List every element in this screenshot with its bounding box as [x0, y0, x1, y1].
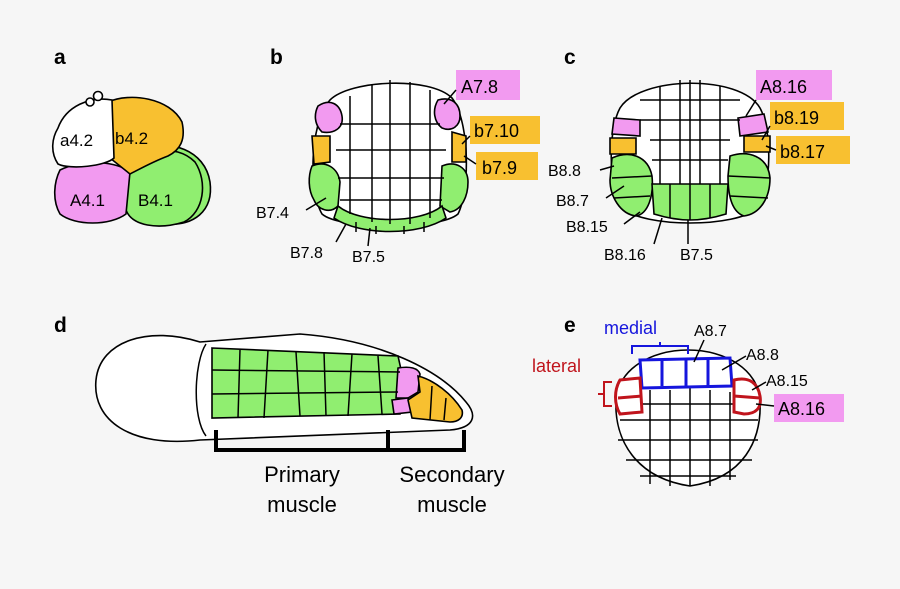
panel-a-letter: a: [54, 46, 66, 69]
leader-line: [605, 185, 625, 199]
label-a8-8: A8.8: [746, 347, 779, 364]
medial-label: medial: [604, 318, 657, 338]
secondary-label-line2: muscle: [417, 492, 487, 517]
cell-divisions: [355, 222, 425, 234]
highlight-a8-16-e: [774, 394, 844, 422]
label-b8-7: B8.7: [556, 193, 589, 210]
label-b7-5-c: B7.5: [680, 247, 713, 264]
leader-line: [745, 99, 757, 117]
panel-d-larva: [95, 333, 474, 443]
label-a8-7: A8.7: [694, 323, 727, 340]
panel-e-embryo: [614, 349, 762, 487]
highlight-b8-17: [776, 136, 850, 164]
panel-a-embryo: [51, 90, 212, 227]
highlight-b7-9: [476, 152, 538, 180]
label-b7-8: B7.8: [290, 245, 323, 262]
leader-line: [367, 227, 371, 247]
label-b4-2: b4.2: [115, 129, 148, 148]
label-b8-15: B8.15: [566, 219, 608, 236]
highlight-b7-10: [470, 116, 540, 144]
label-b7-4: B7.4: [256, 205, 289, 222]
lateral-bracket: [598, 381, 612, 407]
panel-e-letter: e: [564, 314, 576, 337]
label-a8-16-e: A8.16: [778, 399, 825, 419]
polar-body: [92, 90, 104, 102]
lateral-cell-division: [617, 394, 643, 400]
leader-line: [693, 339, 705, 363]
label-a4-1: A4.1: [70, 191, 105, 210]
region-brackets: [214, 430, 466, 452]
muscle-cell-divisions: [237, 349, 383, 419]
secondary-muscle-pink-upper: [395, 366, 421, 399]
label-a4-2: a4.2: [60, 131, 93, 150]
muscle-cell-divisions: [429, 385, 447, 421]
cell-b4-2: [107, 96, 184, 175]
cell-b8-19: [743, 135, 771, 153]
medial-cell-divisions: [660, 358, 710, 386]
leader-line: [599, 165, 615, 171]
cell-a8-16-left: [611, 117, 641, 137]
leader-line: [335, 223, 347, 243]
cell-b7-10: [451, 130, 467, 163]
cell-a4-2: [51, 98, 115, 168]
cell-divisions: [349, 80, 431, 224]
primary-label-line2: muscle: [267, 492, 337, 517]
panel-d-letter: d: [54, 314, 67, 337]
leader-line: [761, 125, 771, 141]
secondary-label-line1: Secondary: [399, 462, 504, 487]
label-b7-5: B7.5: [352, 249, 385, 266]
lateral-label: lateral: [532, 356, 581, 376]
highlight-a7-8: [456, 70, 520, 100]
cell-divisions: [649, 388, 731, 486]
cell-a8-16: [737, 113, 769, 137]
label-b8-16: B8.16: [604, 247, 646, 264]
lateral-cell-division: [733, 394, 761, 400]
medial-bracket: [631, 342, 689, 354]
cell-b7-left: [311, 135, 331, 165]
panel-c-embryo: [609, 80, 771, 224]
label-b8-8: B8.8: [548, 163, 581, 180]
panel-b-embryo: [308, 80, 469, 234]
cell-a7-8: [433, 98, 461, 131]
cell-a7-8-left: [314, 101, 344, 134]
cell-divisions: [659, 80, 721, 184]
cell-b8-8-right: [727, 153, 771, 217]
polar-body: [85, 97, 95, 107]
leader-line: [443, 89, 457, 105]
leader-line: [653, 217, 663, 245]
trunk-boundary: [195, 343, 207, 437]
cell-b7-4-left: [308, 163, 341, 212]
cell-divisions: [611, 175, 771, 199]
cell-divisions: [618, 419, 758, 477]
label-b8-17: b8.17: [780, 142, 825, 162]
leader-line: [765, 145, 777, 151]
secondary-muscle-orange: [407, 374, 464, 423]
leader-line: [751, 381, 767, 391]
primary-label-line1: Primary: [264, 462, 340, 487]
cell-b8-left: [609, 137, 637, 155]
leader-line: [755, 403, 775, 407]
highlight-a8-16: [756, 70, 832, 100]
label-b8-19: b8.19: [774, 108, 819, 128]
cell-b7-4-right: [439, 163, 469, 213]
cell-divisions: [336, 123, 446, 201]
cell-divisions: [669, 184, 711, 220]
leader-line: [721, 355, 747, 371]
highlight-b8-19: [770, 102, 844, 130]
label-b7-9: b7.9: [482, 158, 517, 178]
label-b7-10: b7.10: [474, 121, 519, 141]
muscle-rows: [211, 369, 401, 395]
label-a7-8: A7.8: [461, 77, 498, 97]
leader-line: [461, 135, 471, 145]
panel-c-letter: c: [564, 46, 576, 69]
leader-line: [623, 211, 641, 225]
cell-b8-8-left: [609, 153, 654, 217]
label-a8-16: A8.16: [760, 77, 807, 97]
label-b4-1: B4.1: [138, 191, 173, 210]
label-a8-15: A8.15: [766, 373, 808, 390]
leader-line: [305, 197, 327, 211]
panel-b-letter: b: [270, 46, 283, 69]
leader-line: [463, 155, 477, 165]
